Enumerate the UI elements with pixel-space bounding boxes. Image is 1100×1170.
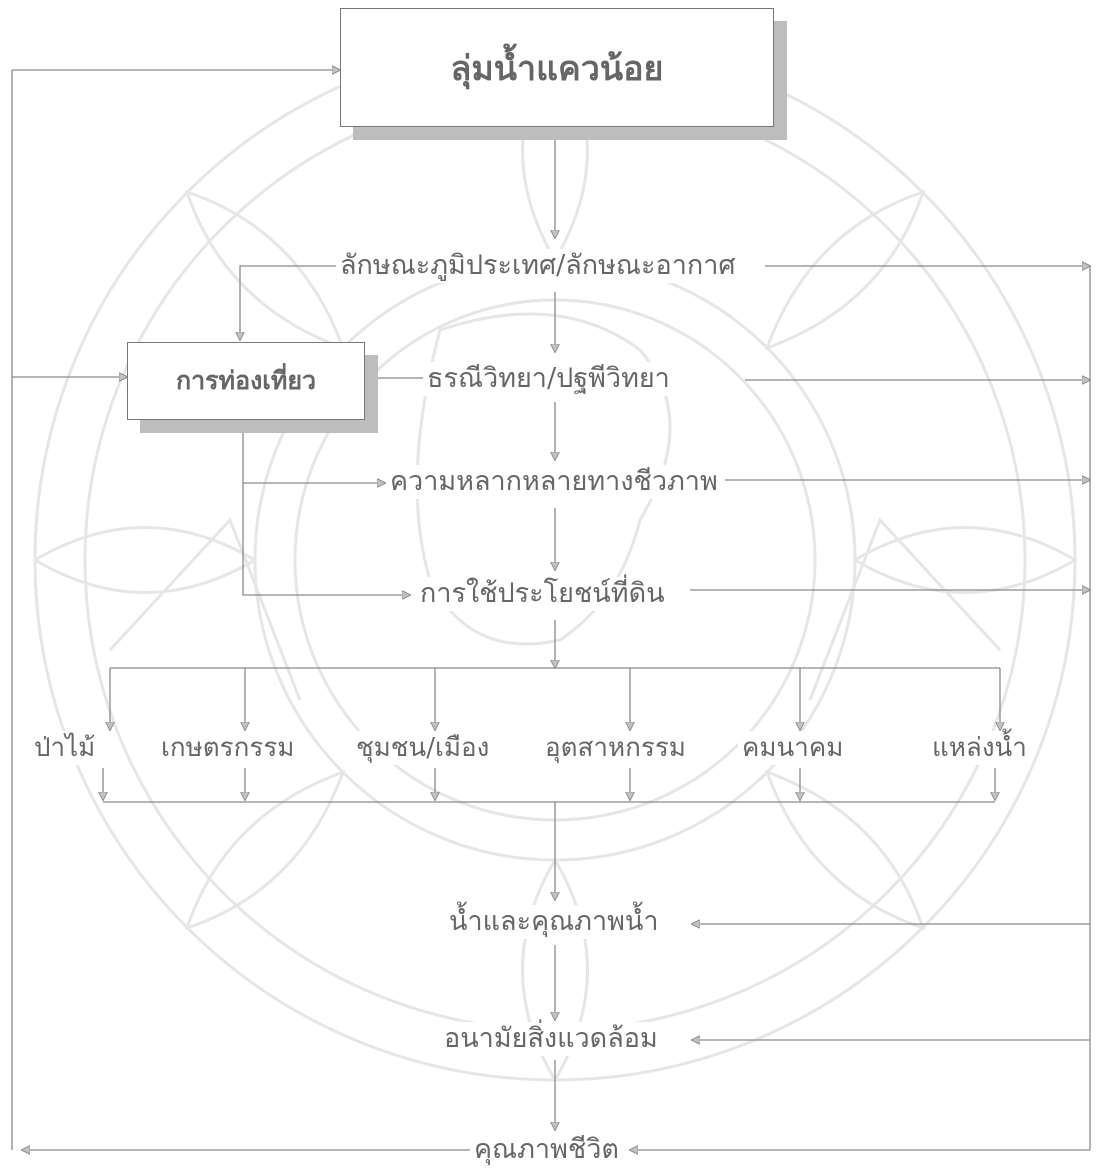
arrow-tourism-to-landuse [243, 483, 410, 595]
land-use-label: การใช้ประโยชน์ที่ดิน [416, 577, 669, 611]
land-use-transport: คมนาคม [738, 731, 847, 765]
environmental-health-label: อนามัยสิ่งแวดล้อม [440, 1022, 662, 1056]
land-use-water-source: แหล่งน้ำ [928, 731, 1031, 765]
geology-label: ธรณีวิทยา/ปฐพีวิทยา [423, 362, 674, 396]
land-use-community: ชุมชน/เมือง [352, 731, 493, 765]
tourism-box: การท่องเที่ยว [127, 342, 365, 420]
land-use-agriculture: เกษตรกรรม [157, 731, 298, 765]
land-use-forest: ป่าไม้ [30, 731, 99, 765]
title-label: ลุ่มน้ำแควน้อย [451, 41, 664, 95]
land-use-industry: อุตสาหกรรม [541, 731, 690, 765]
terrain-climate-label: ลักษณะภูมิประเทศ/ลักษณะอากาศ [336, 249, 740, 283]
arrow-tourism-to-biodiversity [243, 433, 385, 483]
arrow-terrain-to-tourism [240, 266, 340, 340]
quality-of-life-label: คุณภาพชีวิต [470, 1133, 623, 1167]
water-quality-label: น้ำและคุณภาพน้ำ [445, 905, 663, 939]
biodiversity-label: ความหลากหลายทางชีวภาพ [386, 465, 722, 499]
title-box: ลุ่มน้ำแควน้อย [340, 8, 774, 127]
tourism-label: การท่องเที่ยว [176, 361, 316, 401]
